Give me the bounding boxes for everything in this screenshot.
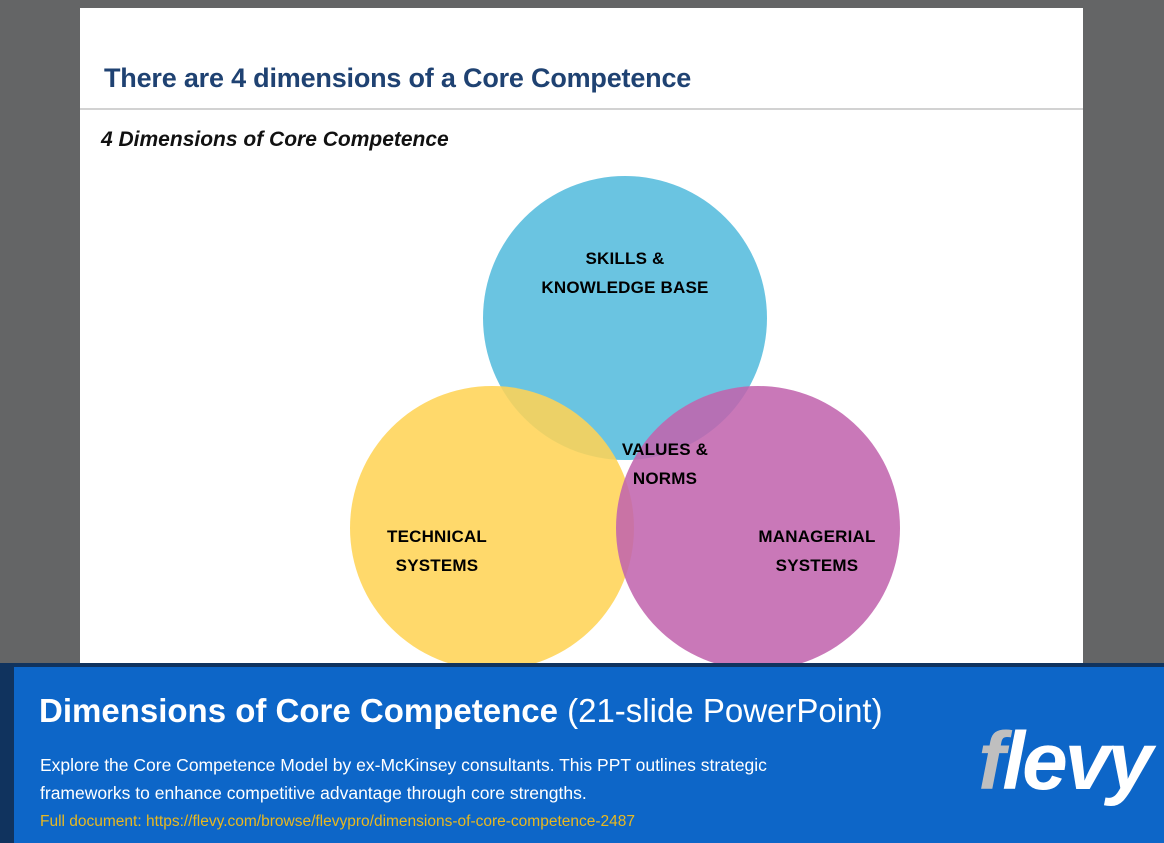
promo-title: Dimensions of Core Competence (21-slide …: [39, 692, 883, 730]
promo-banner: Dimensions of Core Competence (21-slide …: [0, 663, 1164, 843]
slide-canvas: There are 4 dimensions of a Core Compete…: [80, 8, 1083, 663]
flevy-logo-f: f: [978, 716, 1005, 807]
promo-title-meta: (21-slide PowerPoint): [567, 692, 883, 729]
venn-circle-technical: [350, 386, 634, 663]
venn-diagram: SKILLS &KNOWLEDGE BASE VALUES &NORMS TEC…: [80, 158, 1083, 663]
title-divider: [80, 108, 1083, 110]
venn-circle-skills: [483, 176, 767, 460]
page-title: There are 4 dimensions of a Core Compete…: [104, 63, 692, 93]
promo-title-main: Dimensions of Core Competence: [39, 692, 558, 729]
promo-description: Explore the Core Competence Model by ex-…: [40, 755, 767, 803]
flevy-logo-rest: levy: [1002, 716, 1153, 807]
venn-circle-managerial: [616, 386, 900, 663]
slide-subtitle: 4 Dimensions of Core Competence: [101, 128, 449, 151]
promo-document-link[interactable]: Full document: https://flevy.com/browse/…: [40, 813, 636, 830]
flevy-logo[interactable]: flevy: [978, 721, 1153, 803]
